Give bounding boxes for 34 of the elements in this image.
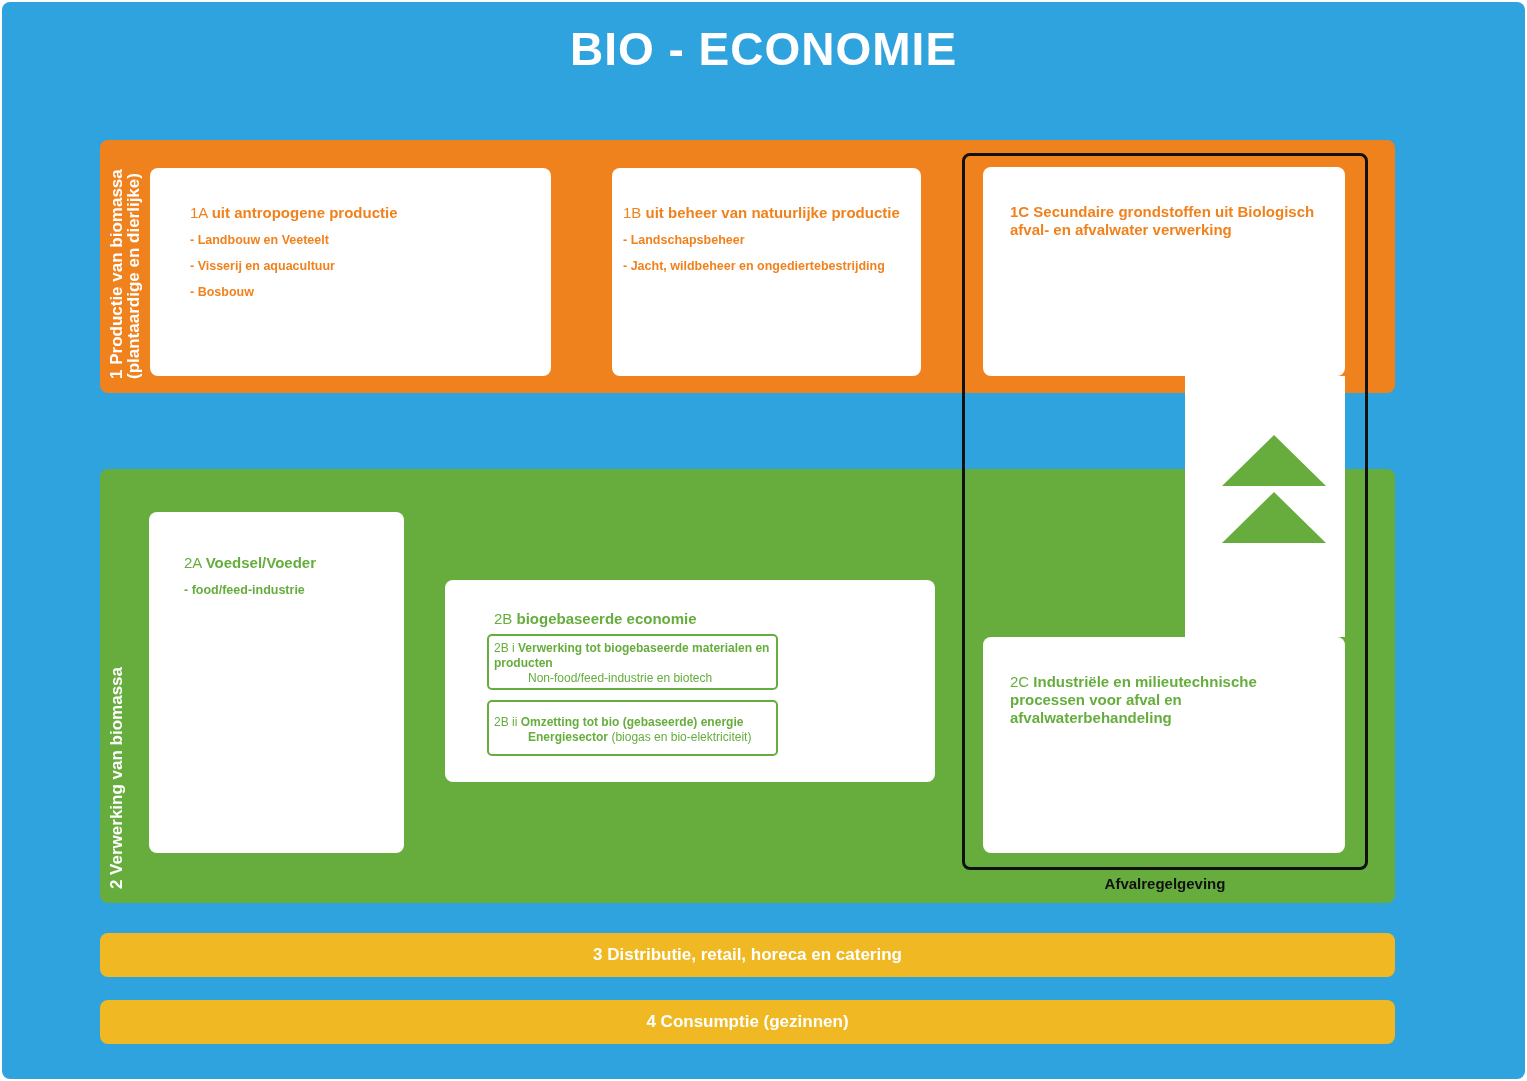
stage-label: 4 Consumptie (gezinnen) [646,1012,849,1032]
category-heading: 1C Secundaire grondstoffen uit Biologisch afval- en afvalwater verwerking [1010,203,1316,239]
category-card [612,168,921,376]
list-item: - Bosbouw [190,284,254,300]
category-heading: 1B uit beheer van natuurlijke productie [623,204,900,222]
section-band [100,469,1395,903]
list-item: - Landschapsbeheer [623,232,745,248]
category-heading: 2C Industriële en milieutechnische processen voor afval en afvalwaterbehandeling [1010,673,1258,727]
category-card [983,637,1345,853]
stage-bar [100,1000,1395,1044]
list-item: - Landbouw en Veeteelt [190,232,329,248]
list-item: - Jacht, wildbeheer en ongediertebestrijding [623,258,885,274]
diagram-title: BIO - ECONOMIE [569,22,958,76]
category-heading: 1A uit antropogene productie [190,204,398,222]
regulation-label: Afvalregelgeving [1104,875,1226,892]
subcategory-box [487,634,778,690]
section-label: 1 Productie van biomassa (plantaardige en dierlijke) [108,168,144,379]
list-item: - Visserij en aquacultuur [190,258,335,274]
category-card [445,580,935,782]
section-label: 2 Verwerking van biomassa [108,666,127,889]
subcategory-box [487,700,778,756]
section-band [100,140,1395,393]
subcategory-note: Energiesector (biogas en bio-elektriciteit) [527,729,753,745]
category-heading: 2B biogebaseerde economie [494,610,697,628]
stage-bar [100,933,1395,977]
category-heading: 2A Voedsel/Voeder [184,554,316,572]
subcategory-note: Non-food/feed-industrie en biotech [527,671,714,686]
category-card [150,168,551,376]
subcategory-heading: 2B i Verwerking tot biogebaseerde materialen en producten [494,641,771,671]
subcategory-heading: 2B ii Omzetting tot bio (gebaseerde) energie [494,714,745,730]
category-card [149,512,404,853]
stage-label: 3 Distributie, retail, horeca en catering [593,945,902,965]
category-card [983,167,1345,376]
list-item: - food/feed-industrie [184,582,305,598]
